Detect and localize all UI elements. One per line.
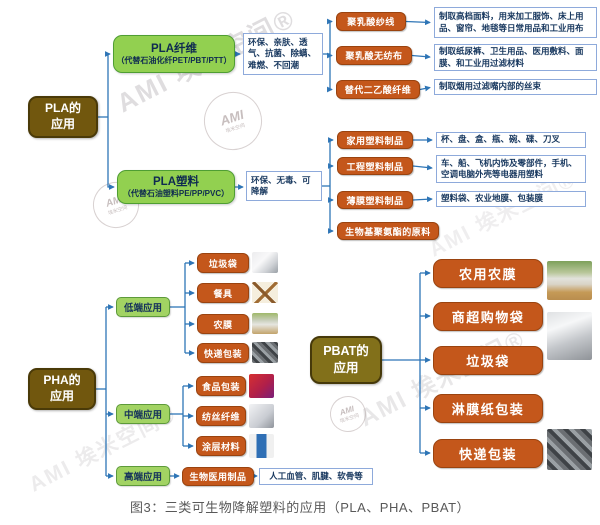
pla-root-node: PLA的 应用 [28,96,98,138]
pha-root-line2: 应用 [49,389,74,403]
pla-plastic-features: 环保、无毒、可降解 [246,171,322,201]
pha-tier-low: 低端应用 [116,297,170,317]
pla-plastic-node: PLA塑料 （代替石油塑料PE/PP/PVC） [117,170,235,204]
pbat-root-node: PBAT的 应用 [310,336,382,384]
pla-plastic-desc-household: 杯、盘、盒、瓶、碗、碟、刀叉 [436,132,586,148]
pla-root-line1: PLA的 [44,101,81,116]
pla-fiber-item-yarn: 聚乳酸纱线 [336,12,406,31]
shopping-bag-photo [547,312,592,360]
pla-plastic-item-engineering: 工程塑料制品 [337,157,413,175]
pha-tier-mid: 中端应用 [116,404,170,424]
pbat-item-trash-bag: 垃圾袋 [433,346,543,375]
pbat-root-line1: PBAT的 [323,344,369,359]
pla-plastic-desc-engineering: 车、船、飞机内饰及零部件，手机、空调电脑外壳等电器用塑料 [436,155,586,183]
pha-mid-item-spun-fiber: 纺丝纤维 [196,406,246,426]
pha-root-node: PHA的 应用 [28,368,96,410]
shredded-plastic-photo [252,342,278,363]
pla-plastic-item-film: 薄膜塑料制品 [337,191,413,209]
pla-fiber-features: 环保、亲肤、透气、抗菌、除螨、难燃、不回潮 [243,33,323,75]
pbat-item-coated-paper: 淋膜纸包装 [433,394,543,423]
pbat-root-line2: 应用 [333,361,359,375]
spun-fiber-photo [249,404,274,428]
pha-low-item-trash-bag: 垃圾袋 [197,253,249,273]
pha-high-desc: 人工血管、肌腱、软骨等 [259,468,373,485]
pha-root-line1: PHA的 [43,373,81,388]
pla-fiber-item-nonwoven: 聚乳酸无纺布 [336,46,412,65]
pha-low-item-mulch-film: 农膜 [197,314,249,334]
pla-fiber-subtitle: （代替石油化纤PET/PBT/PTT） [116,56,232,66]
pla-plastic-title: PLA塑料 [153,176,199,189]
plastic-bag-photo [252,252,278,273]
pla-fiber-title: PLA纤维 [151,43,197,56]
farm-field-photo [547,261,592,300]
pha-mid-item-coating: 涂层材料 [196,436,246,456]
pla-fiber-node: PLA纤维 （代替石油化纤PET/PBT/PTT） [113,35,235,73]
coating-material-photo [249,434,274,458]
pla-fiber-desc-nonwoven: 制取纸尿裤、卫生用品、医用敷料、面膜、和工业用过滤材料 [434,44,597,71]
pla-fiber-item-diacetate: 替代二乙酸纤维 [336,80,420,99]
food-package-photo [249,374,274,398]
pla-root-line2: 应用 [50,117,75,131]
pla-plastic-subtitle: （代替石油塑料PE/PP/PVC） [122,189,230,199]
pha-high-item-biomedical: 生物医用制品 [182,467,254,486]
pbat-item-shopping-bag: 商超购物袋 [433,302,543,331]
pha-mid-item-food-pack: 食品包装 [196,376,246,396]
pla-plastic-desc-film: 塑料袋、农业地膜、包装膜 [436,191,586,207]
pla-fiber-desc-diacetate: 制取烟用过滤嘴内部的丝束 [434,79,597,95]
wooden-cutlery-photo [252,282,278,303]
mulch-film-photo [252,313,278,334]
pha-low-item-express-pack: 快递包装 [197,343,249,363]
pha-low-item-cutlery: 餐具 [197,283,249,303]
figure-caption: 图3：三类可生物降解塑料的应用（PLA、PHA、PBAT） [129,500,471,515]
pbat-item-express-pack: 快递包装 [433,439,543,468]
shredded-plastic-photo [547,429,592,470]
pla-fiber-desc-yarn: 制取高档面料，用来加工服饰、床上用品、窗帘、地毯等日常用品和工业用布 [434,7,597,38]
pha-tier-high: 高端应用 [116,466,170,486]
pbat-item-agri-film: 农用农膜 [433,259,543,288]
pla-plastic-item-polyurethane: 生物基聚氨酯的原料 [337,222,439,240]
pla-plastic-item-household: 家用塑料制品 [337,131,413,149]
